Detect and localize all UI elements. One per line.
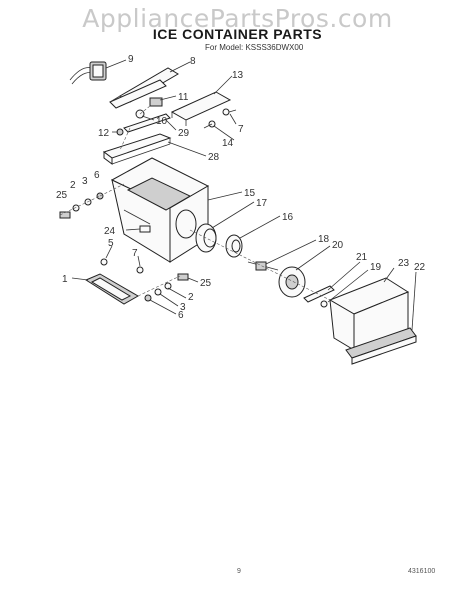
leader-lines <box>71 59 417 331</box>
part-29-strip <box>123 113 171 133</box>
part-9-motor <box>69 61 107 85</box>
assembly-lines <box>59 105 331 301</box>
callout-2-left: 2 <box>70 180 76 191</box>
part-21-clip <box>303 285 335 303</box>
callout-2-right: 2 <box>188 292 194 303</box>
callout-29: 29 <box>178 128 190 139</box>
part-15-housing <box>110 157 210 263</box>
part-7-screw-lower <box>136 266 144 274</box>
callout-12: 12 <box>98 128 110 139</box>
part-24-screw <box>139 225 151 233</box>
callout-14: 14 <box>222 138 234 149</box>
part-2-washer-left <box>72 204 80 212</box>
part-14-screw <box>203 120 216 129</box>
page-number: 9 <box>237 568 241 575</box>
callout-25-left: 25 <box>56 190 68 201</box>
callout-18: 18 <box>318 234 330 245</box>
callout-5: 5 <box>108 238 114 249</box>
document-code: 4316100 <box>408 568 436 575</box>
part-6-nut-right <box>144 294 152 302</box>
callout-21: 21 <box>356 252 368 263</box>
callout-20: 20 <box>332 240 344 251</box>
callout-8: 8 <box>190 56 196 67</box>
callout-3-left: 3 <box>82 176 88 187</box>
callout-15: 15 <box>244 188 256 199</box>
part-3-washer-right <box>154 288 162 296</box>
callout-19: 19 <box>370 262 382 273</box>
callout-3-right: 3 <box>180 302 186 313</box>
callout-16: 16 <box>282 212 294 223</box>
part-22-trim <box>345 327 417 365</box>
callout-22: 22 <box>414 262 426 273</box>
callout-17: 17 <box>256 198 268 209</box>
callout-1: 1 <box>62 274 68 285</box>
part-8-plate <box>109 67 179 109</box>
part-2-washer-right <box>164 282 172 290</box>
callout-24: 24 <box>104 226 116 237</box>
part-16-ring <box>225 234 243 258</box>
part-11-clip <box>149 97 163 107</box>
model-line: For Model: KSSS36DWX00 <box>205 43 304 52</box>
callout-7-lower: 7 <box>132 248 138 259</box>
diagram-title: ICE CONTAINER PARTS <box>152 26 323 42</box>
callout-6-left: 6 <box>94 170 100 181</box>
part-25-screw-right <box>177 273 189 281</box>
callout-11: 11 <box>178 92 189 103</box>
callout-23: 23 <box>398 258 410 269</box>
watermark: AppliancePartsPros.com <box>82 4 393 33</box>
callout-25-right: 25 <box>200 278 212 289</box>
callout-28: 28 <box>208 152 220 163</box>
part-28-rail <box>102 133 172 165</box>
part-19-washer <box>320 300 328 308</box>
part-13-bracket <box>170 91 232 126</box>
part-5-screw <box>100 258 108 266</box>
part-23-bin <box>328 277 410 351</box>
callout-13: 13 <box>232 70 244 81</box>
callout-7-top: 7 <box>238 124 244 135</box>
part-18-shaft <box>247 261 279 271</box>
callout-6-right: 6 <box>178 310 184 321</box>
part-7-screw-top <box>222 108 237 116</box>
part-20-wheel <box>278 266 306 298</box>
callout-9: 9 <box>128 54 134 65</box>
part-1-front <box>84 273 140 305</box>
callout-10: 10 <box>156 116 168 127</box>
callout-numbers: 9 8 13 11 10 12 29 28 14 7 15 17 16 18 2… <box>56 54 426 321</box>
